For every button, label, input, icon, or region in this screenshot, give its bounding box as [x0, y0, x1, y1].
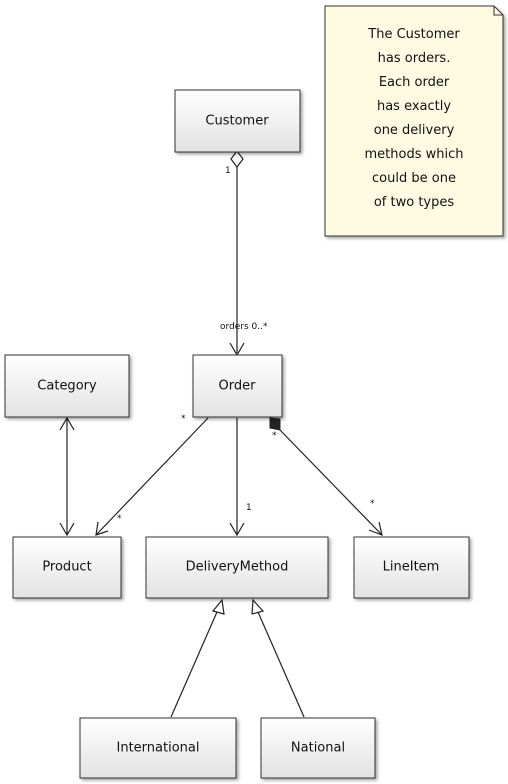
- note: The Customer has orders. Each order has …: [324, 5, 504, 237]
- class-box: [12, 536, 122, 599]
- note-line: has exactly: [377, 99, 451, 114]
- class-name: DeliveryMethod: [186, 560, 289, 575]
- class-box: [79, 717, 237, 779]
- note-shape: [324, 5, 504, 237]
- class-lineitem[interactable]: LineItem: [353, 536, 470, 599]
- class-name: Category: [37, 379, 97, 394]
- class-box: [192, 354, 283, 418]
- class-name: International: [117, 741, 200, 756]
- arrowhead-icon: [229, 522, 245, 537]
- order-lineitem-line: [279, 429, 383, 536]
- class-category[interactable]: Category: [4, 354, 130, 418]
- class-box: [145, 536, 329, 599]
- class-customer[interactable]: Customer: [174, 89, 301, 153]
- note-line: Each order: [379, 75, 450, 90]
- edge-order-lineitem: [269, 417, 383, 536]
- class-name: Order: [219, 379, 257, 394]
- composition-diamond-icon: [269, 417, 281, 431]
- note-line: has orders.: [378, 51, 451, 66]
- multiplicity-customer: 1: [225, 166, 231, 176]
- arrowhead-icon: [59, 522, 75, 537]
- arrowhead-icon: [95, 521, 109, 536]
- class-order[interactable]: Order: [192, 354, 283, 418]
- multiplicity-orders: orders 0..*: [220, 322, 268, 332]
- arrowhead-icon: [368, 521, 383, 536]
- generalization-triangle-icon: [251, 598, 265, 615]
- note-line: of two types: [374, 195, 455, 210]
- aggregation-diamond-icon: [230, 150, 244, 168]
- class-deliverymethod[interactable]: DeliveryMethod: [145, 536, 329, 599]
- arrowhead-icon: [59, 416, 75, 431]
- class-product[interactable]: Product: [12, 536, 122, 599]
- class-box: [4, 354, 130, 418]
- edge-international-deliverymethod: [170, 598, 225, 718]
- note-line: The Customer: [367, 27, 460, 42]
- class-name: National: [291, 741, 345, 756]
- generalization-triangle-icon: [211, 598, 225, 615]
- edge-order-deliverymethod: [229, 418, 245, 537]
- multiplicity-order-product-dst: *: [117, 514, 122, 524]
- note-corner-fold: [493, 6, 503, 16]
- class-box: [260, 717, 376, 779]
- note-line: methods which: [365, 147, 464, 162]
- note-line: could be one: [372, 171, 456, 186]
- class-name: Customer: [205, 114, 269, 129]
- order-product-line: [95, 417, 209, 536]
- class-box: [353, 536, 470, 599]
- class-international[interactable]: International: [79, 717, 237, 779]
- edge-category-product: [59, 416, 75, 537]
- edge-national-deliverymethod: [251, 598, 305, 718]
- edge-order-product: [95, 417, 209, 536]
- class-national[interactable]: National: [260, 717, 376, 779]
- multiplicity-order-product-src: *: [181, 414, 186, 424]
- class-box: [174, 89, 301, 153]
- note-line: one delivery: [374, 123, 455, 138]
- multiplicity-order-delivery: 1: [246, 503, 252, 513]
- edge-customer-order: [229, 150, 245, 357]
- class-name: Product: [42, 560, 91, 575]
- multiplicity-order-lineitem-dst: *: [370, 499, 375, 509]
- class-name: LineItem: [383, 560, 440, 575]
- multiplicity-order-lineitem-src: *: [272, 431, 277, 441]
- international-generalization-line: [170, 611, 218, 718]
- national-generalization-line: [257, 611, 305, 718]
